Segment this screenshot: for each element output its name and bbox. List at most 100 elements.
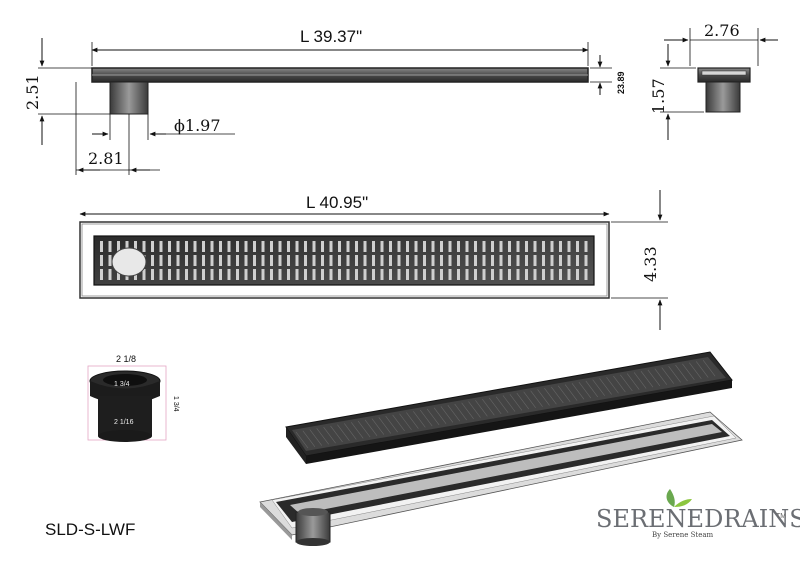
grate-texture-line <box>413 411 426 428</box>
grate-texture-line <box>475 400 488 417</box>
grate-slot <box>482 241 486 252</box>
grate-slot <box>159 269 163 280</box>
grate-slot <box>338 241 341 252</box>
grate-texture-line <box>592 379 605 396</box>
grate-texture-line <box>309 429 323 446</box>
grate-slot <box>533 269 537 280</box>
grate-texture-line <box>454 403 467 421</box>
grate-texture-line <box>364 419 378 437</box>
grate-slot <box>134 241 137 252</box>
grate-texture-line <box>461 402 474 419</box>
grate-slot <box>559 255 562 266</box>
grate-slot <box>244 255 248 266</box>
grate-texture-line <box>626 373 640 390</box>
grate-slot <box>414 269 418 280</box>
grate-texture-line <box>557 385 571 402</box>
grate-slot <box>185 241 188 252</box>
grate-slot <box>261 269 265 280</box>
grate-slot <box>576 241 579 252</box>
grate-slot <box>363 269 367 280</box>
grate-slot <box>261 241 265 252</box>
grate-texture-line <box>378 417 392 434</box>
grate-slot <box>202 269 205 280</box>
grate-slot <box>584 269 588 280</box>
grate-slot <box>253 255 256 266</box>
grate-slot <box>380 269 384 280</box>
grate-slot <box>355 269 358 280</box>
grate-texture-line <box>488 397 502 415</box>
grate-texture-line <box>330 425 343 443</box>
model-number: SLD-S-LWF <box>45 520 136 539</box>
grate-slot <box>584 255 588 266</box>
grate-slot <box>516 269 520 280</box>
grate-slot <box>117 241 120 252</box>
grate-slot <box>448 269 452 280</box>
grate-texture-line <box>640 370 654 388</box>
grate-slot <box>397 241 401 252</box>
fitting-height-label: 1 3/4 <box>172 396 179 412</box>
outlet-pipe-side <box>109 81 149 115</box>
grate-texture-line <box>468 401 481 418</box>
grate-slot <box>202 255 205 266</box>
grate-slot <box>295 255 299 266</box>
grate-slot <box>457 241 460 252</box>
grate-slot <box>321 269 324 280</box>
grate-slot <box>176 241 180 252</box>
rubber-fitting: 2 1/8 1 3/4 2 1/16 1 3/4 <box>87 354 179 442</box>
grate-texture-line <box>447 405 461 422</box>
grate-slot <box>176 269 180 280</box>
grate-slot <box>491 269 494 280</box>
grate-slot <box>414 241 418 252</box>
grate-texture-line <box>440 406 454 423</box>
grate-slot <box>312 241 316 252</box>
grate-texture-line <box>482 398 495 416</box>
grate-slot <box>117 269 120 280</box>
grate-slot <box>474 269 477 280</box>
grate-texture-line <box>385 416 398 433</box>
grate-slot <box>142 241 146 252</box>
grate-slot <box>236 241 239 252</box>
grate-slot <box>431 269 435 280</box>
plan-length-label: L 40.95" <box>306 193 368 212</box>
end-height-label: 1.57 <box>649 78 668 114</box>
grate-slot <box>142 269 146 280</box>
grate-slot <box>542 255 545 266</box>
grate-slot <box>312 269 316 280</box>
grate-texture-line <box>585 380 599 398</box>
grate-slot <box>202 241 205 252</box>
grate-slot <box>278 269 282 280</box>
grate-slot <box>159 241 163 252</box>
grate-slot <box>287 241 290 252</box>
leaf-icon <box>666 489 692 507</box>
grate-slot <box>346 269 350 280</box>
grate-slot <box>423 269 426 280</box>
grate-slot <box>525 269 528 280</box>
grate-slot <box>372 269 375 280</box>
grate-slot <box>227 241 231 252</box>
grate-texture-line <box>613 375 626 393</box>
grate-slot <box>270 241 273 252</box>
side-view: L 39.37" 2.51 23.89 ϕ1.97 2.81 <box>23 27 626 175</box>
grate-slot <box>363 255 367 266</box>
plan-view: L 40.95" 4.33 <box>79 190 668 330</box>
fitting-inner-top-label: 1 3/4 <box>114 381 130 388</box>
grate-slot <box>542 241 545 252</box>
grate-slot <box>550 255 554 266</box>
grate-slot <box>448 241 452 252</box>
grate-texture-line <box>571 383 585 400</box>
grate-slot <box>287 269 290 280</box>
grate-slot <box>491 255 494 266</box>
grate-slot <box>380 241 384 252</box>
grate-slot <box>431 241 435 252</box>
grate-slot <box>550 269 554 280</box>
grate-slot <box>151 255 154 266</box>
grate-texture-line <box>406 412 419 429</box>
grate-slot <box>431 255 435 266</box>
grate-slot <box>440 255 443 266</box>
grate-slot <box>499 269 503 280</box>
grate-slot <box>236 255 239 266</box>
grate-texture-line <box>682 363 695 381</box>
grate-slot <box>389 255 392 266</box>
grate-slot <box>100 255 103 266</box>
grate-slot <box>210 255 214 266</box>
